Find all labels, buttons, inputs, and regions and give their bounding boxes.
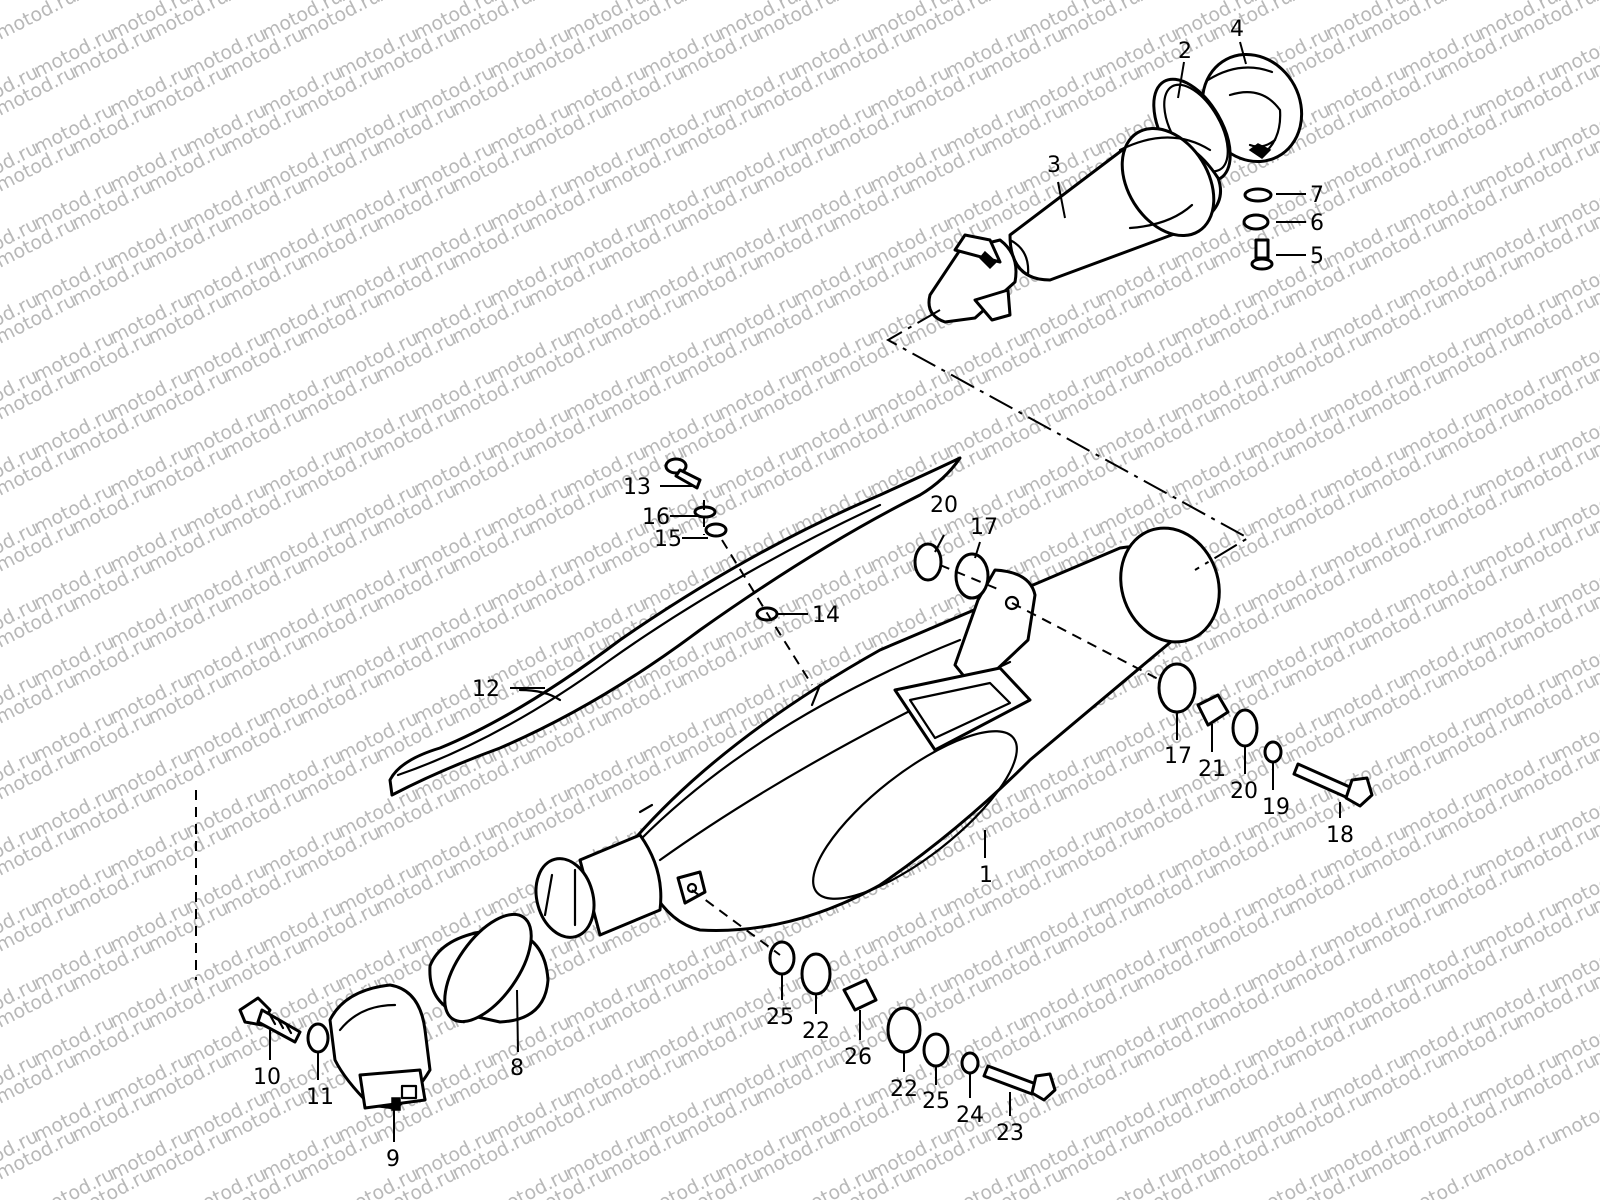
lock-washer-part-19 [1263, 740, 1283, 764]
callout-2: 2 [1178, 39, 1192, 64]
bolt-part-18 [1292, 762, 1374, 808]
callout-21: 21 [1198, 757, 1226, 782]
callout-16: 16 [642, 505, 670, 530]
callout-6: 6 [1310, 211, 1324, 236]
tail-pipe-assembly [927, 52, 1304, 324]
watermark-text: motod.ru [0, 0, 80, 44]
callout-20-right: 20 [1230, 779, 1258, 804]
callout-5: 5 [1310, 244, 1324, 269]
watermark-text: motod.ru [1550, 1087, 1600, 1146]
callout-18: 18 [1326, 823, 1354, 848]
callout-9: 9 [386, 1147, 400, 1172]
callout-12: 12 [472, 677, 500, 702]
tail-pipe-part-3 [927, 126, 1223, 324]
callout-24: 24 [956, 1103, 984, 1128]
screw-part-5 [1250, 238, 1274, 271]
callout-19: 19 [1262, 795, 1290, 820]
callout-8: 8 [510, 1056, 524, 1081]
washer-part-20-top [913, 542, 943, 582]
damper-part-22-lower [886, 1006, 922, 1054]
watermark-text: motod.ru [1398, 1163, 1486, 1200]
washer-part-20-right [1231, 708, 1259, 748]
callout-10: 10 [253, 1065, 281, 1090]
leader-lines [269, 41, 1341, 1142]
clamp-part-9 [328, 983, 432, 1111]
damper-part-17-top [954, 552, 990, 600]
bolt-part-23 [982, 1064, 1057, 1102]
screw-part-13 [664, 457, 702, 490]
hardware [238, 187, 1374, 1102]
damper-part-22-upper [800, 952, 832, 996]
washer-part-25-lower [922, 1032, 950, 1068]
callout-23: 23 [996, 1121, 1024, 1146]
lock-washer-part-24 [960, 1051, 980, 1075]
callout-25-lower: 25 [922, 1089, 950, 1114]
nut-part-6 [1242, 213, 1270, 231]
assembly-lines [195, 309, 1251, 980]
callout-1: 1 [979, 863, 993, 888]
callout-17-right: 17 [1164, 744, 1192, 769]
callout-11: 11 [306, 1085, 334, 1110]
callout-26: 26 [844, 1045, 872, 1070]
callout-7: 7 [1310, 183, 1324, 208]
callout-17-top: 17 [970, 515, 998, 540]
muffler-body-part-1 [534, 526, 1221, 939]
washer-part-11 [306, 1022, 330, 1054]
callout-22-lower: 22 [890, 1077, 918, 1102]
heat-shield-part-12 [388, 456, 962, 797]
washer-part-7 [1243, 187, 1273, 203]
watermark-text: motod.ru [1474, 1125, 1562, 1184]
collar-part-21 [1196, 693, 1230, 727]
callout-25-upper: 25 [766, 1005, 794, 1030]
callout-4: 4 [1230, 17, 1244, 42]
washer-part-25-upper [768, 940, 796, 976]
callout-15: 15 [654, 527, 682, 552]
callout-labels: 1 2 3 4 5 6 7 8 9 10 11 12 13 14 15 16 1… [253, 17, 1354, 1172]
damper-part-17-right [1157, 662, 1197, 714]
nut-part-15 [704, 522, 728, 538]
callout-20-top: 20 [930, 493, 958, 518]
callout-3: 3 [1047, 153, 1061, 178]
collar-part-26 [842, 978, 878, 1012]
bolt-part-10 [238, 996, 302, 1044]
callout-13: 13 [623, 475, 651, 500]
joint-pipe-part-8 [428, 912, 550, 1024]
callout-22-upper: 22 [802, 1019, 830, 1044]
callout-14: 14 [812, 603, 840, 628]
